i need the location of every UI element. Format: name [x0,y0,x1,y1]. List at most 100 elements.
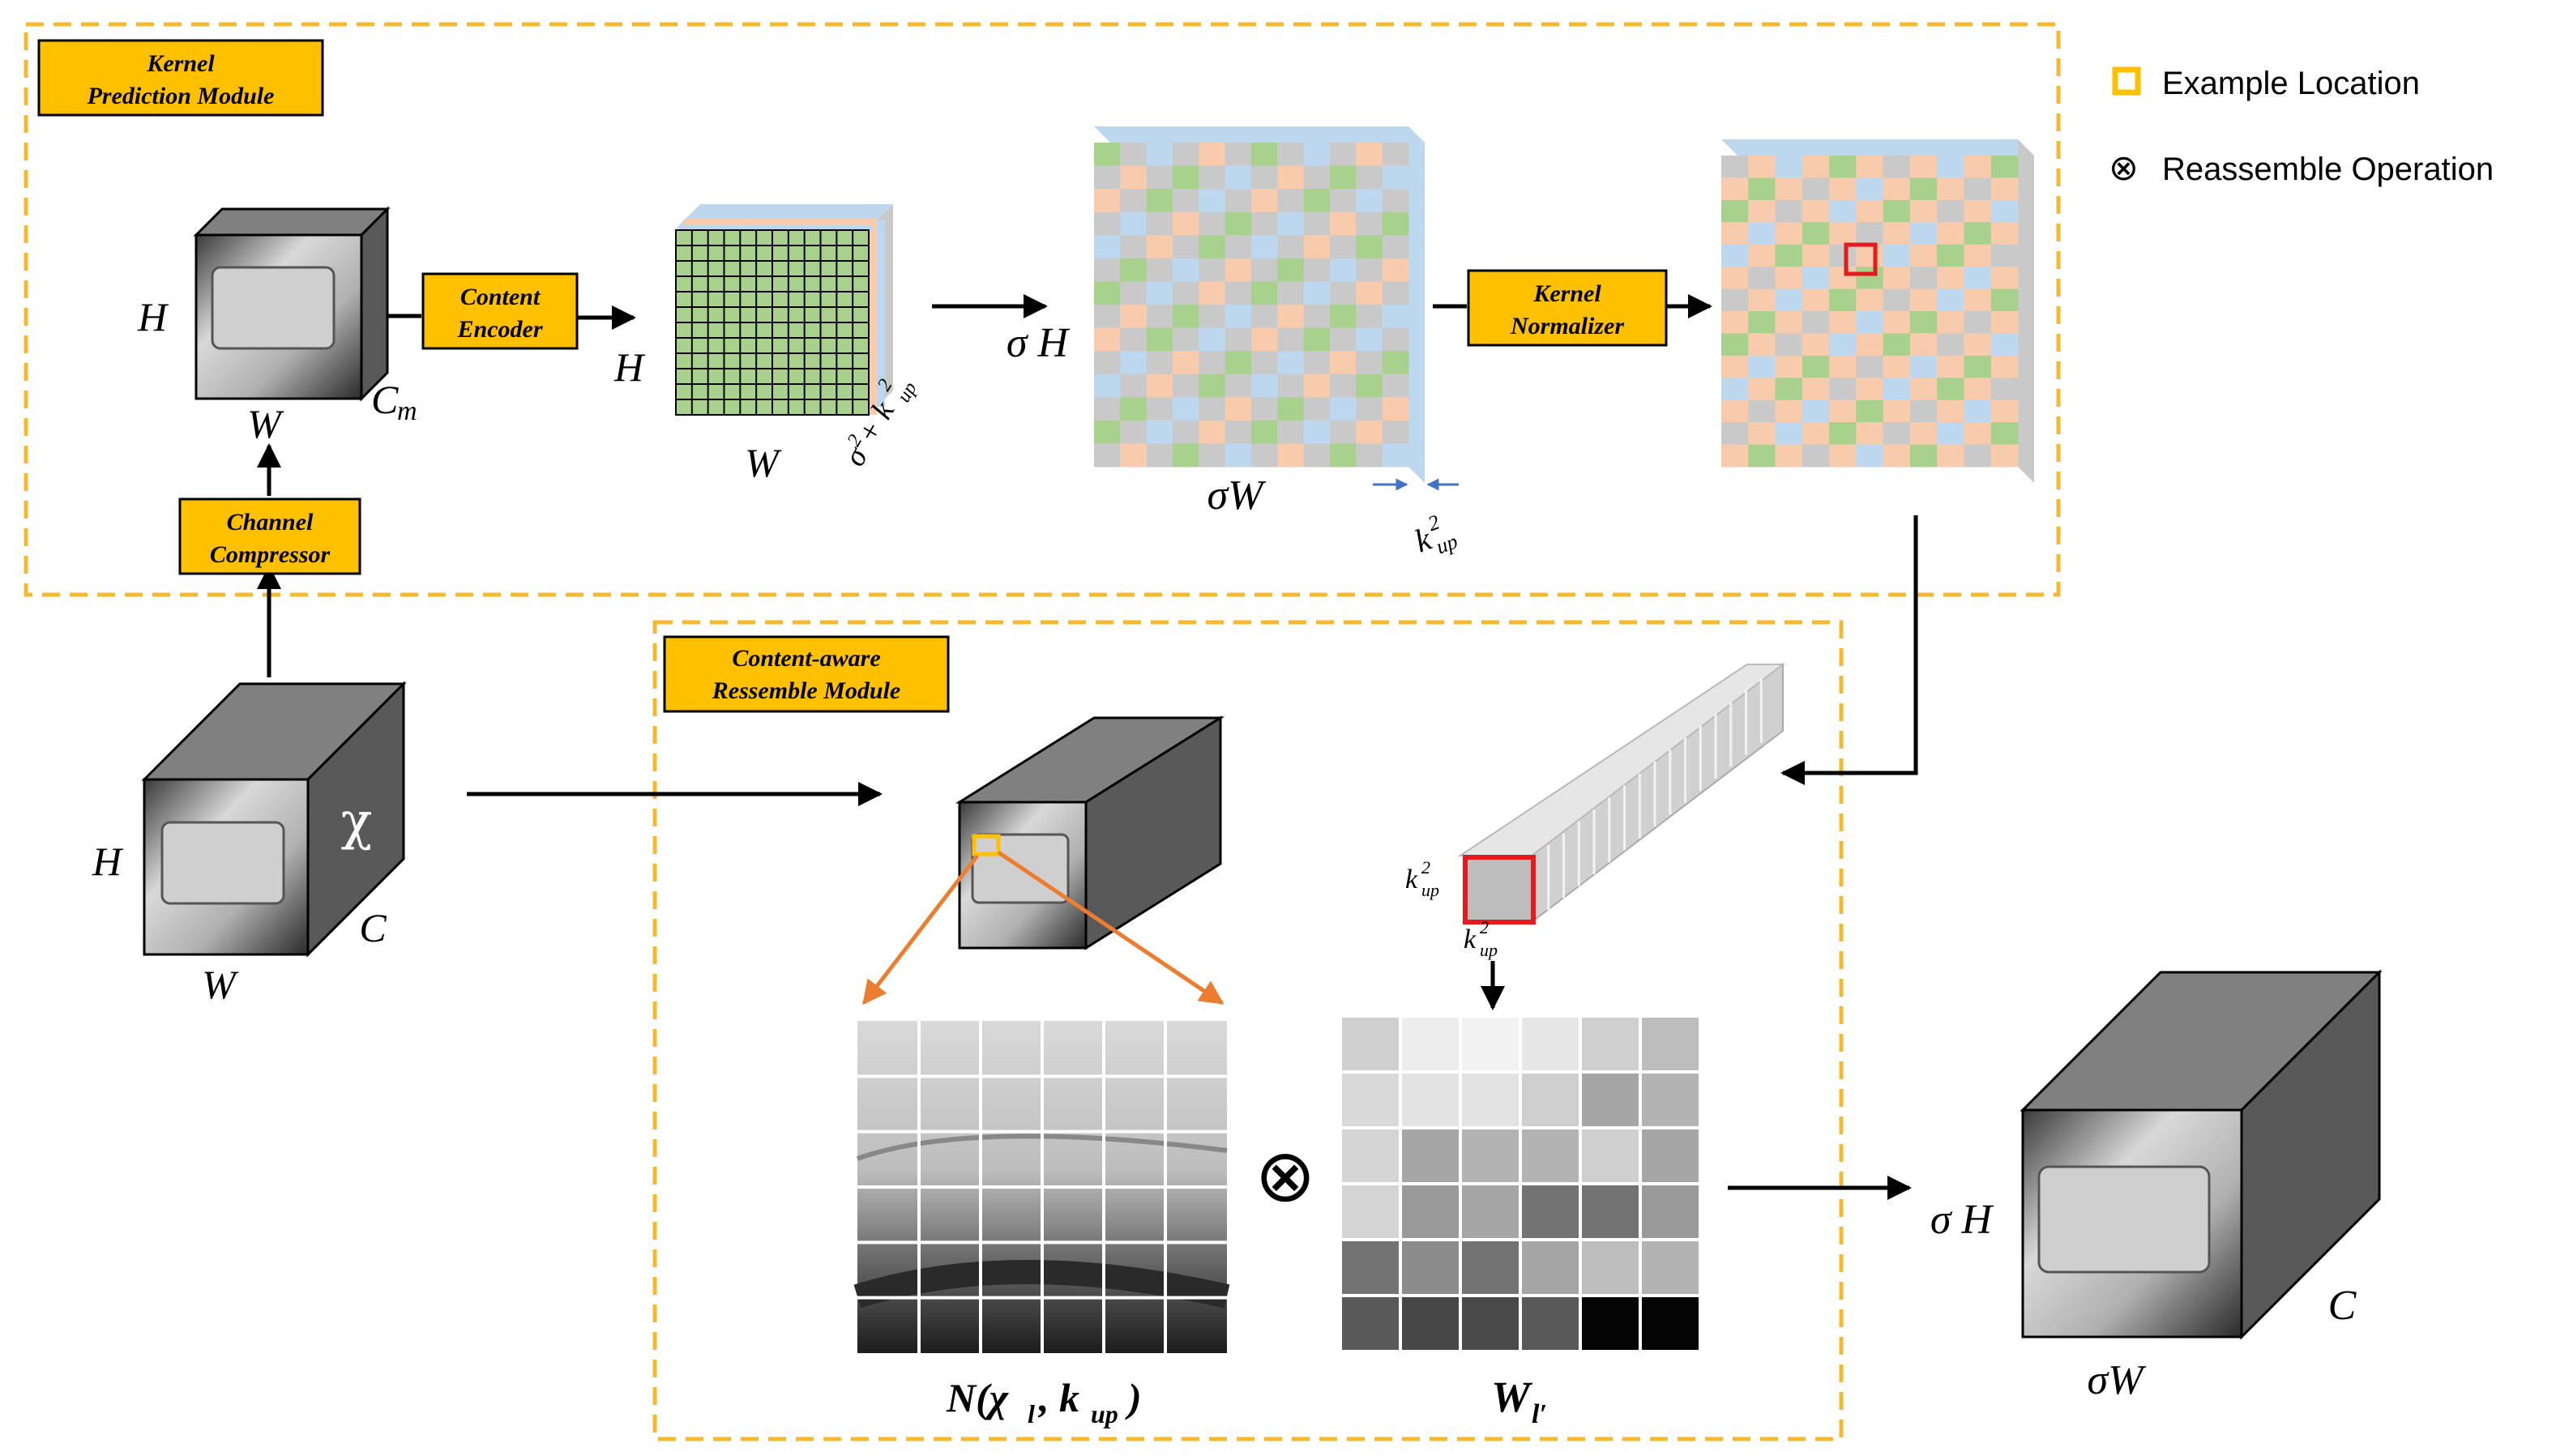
checker-cell [1937,267,1964,290]
encoded-grid-lines [676,230,869,415]
input-C-label: C [359,905,387,950]
checker-cell [1990,244,2019,267]
reassemble-operator: ⊗ [1254,1136,1315,1217]
checker-cell [1721,444,1749,468]
checker-cell [1775,399,1803,423]
checker-cell [1937,355,1964,378]
checker-cell [1094,420,1121,444]
checker-cell [1251,143,1278,167]
checker-cell [1382,420,1409,444]
checker-cell [1775,267,1803,290]
checker-cell [1748,244,1776,267]
checker-cell [1199,351,1226,375]
reshaped-kernel-checker [1094,143,1409,468]
output-C-label: C [2328,1283,2357,1329]
cm-H-label: H [137,294,169,339]
checker-cell [1356,327,1383,352]
checker-cell [1721,355,1749,378]
checker-cell [1303,374,1331,398]
checker-cell [1146,235,1173,259]
example-location-swatch [2112,66,2141,96]
checker-cell [1802,177,1830,201]
checker-cell [1146,443,1173,468]
checker-cell [1251,281,1278,305]
checker-cell [1356,351,1383,375]
checker-cell [1120,397,1148,421]
checker-cell [1909,177,1938,201]
checker-cell [1775,177,1803,201]
reshaped-sigmaH-label: σ H [1007,320,1071,366]
checker-cell [1748,378,1776,401]
checker-cell [1909,444,1938,468]
compressed-feature-cube [193,206,391,402]
svg-text:l: l [1028,1399,1035,1428]
checker-cell [1748,156,1776,178]
kernel-vector-bar [1457,662,1786,924]
checker-cell [1199,305,1226,329]
checker-cell [1883,378,1911,401]
weight-cell [1462,1129,1519,1182]
svg-text:up: up [1091,1399,1118,1428]
checker-cell [1721,399,1749,423]
checker-cell [1856,156,1884,178]
checker-cell [1303,443,1331,468]
channel-compressor-line2: Compressor [210,541,331,568]
weight-cell [1462,1074,1519,1126]
weight-cell [1342,1241,1399,1294]
svg-text:m: m [397,396,417,426]
checker-cell [1173,443,1199,468]
checker-cell [1277,374,1305,398]
checker-cell [1909,267,1938,290]
weight-cell [1522,1297,1579,1350]
checker-cell [1225,281,1252,305]
weight-cell [1642,1241,1699,1294]
checker-cell [1225,443,1252,468]
checker-cell [1748,444,1776,468]
weight-cell [1642,1129,1699,1182]
checker-cell [1303,165,1331,190]
checker-cell [1964,177,1992,201]
checker-cell [1909,156,1938,178]
checker-cell [1173,235,1199,259]
checker-cell [1990,288,2019,312]
checker-cell [1748,288,1776,312]
checker-cell [1909,199,1938,223]
checker-cell [1990,177,2019,201]
checker-cell [1120,211,1148,236]
checker-cell [1173,374,1199,398]
checker-cell [1303,235,1331,259]
kernel-prediction-module-title: Kernel Prediction Module [37,39,324,117]
checker-cell [1990,422,2019,446]
checker-cell [1937,378,1964,401]
checker-cell [1802,244,1830,267]
checker-cell [1277,189,1305,213]
weight-cell [1462,1018,1519,1070]
checker-cell [1146,258,1173,282]
checker-cell [1330,211,1357,236]
checker-cell [1303,281,1331,305]
normalized-kernel-map [1721,139,2034,483]
checker-cell [1856,399,1884,423]
checker-cell [1225,374,1252,398]
checker-cell [1829,177,1857,201]
checker-cell [1146,351,1173,375]
checker-cell [1146,305,1173,329]
checker-cell [1775,355,1803,378]
checker-cell [1120,327,1148,352]
checker-cell [1251,327,1278,352]
checker-cell [1303,327,1331,352]
checker-cell [1173,211,1199,236]
weight-cell [1402,1018,1459,1070]
kernel-normalizer-block: Kernel Normalizer [1467,269,1668,347]
checker-cell [1330,143,1357,167]
checker-cell [1146,420,1173,444]
checker-cell [1937,311,1964,334]
checker-cell [1225,420,1252,444]
checker-cell [1856,444,1884,468]
weight-cell [1342,1129,1399,1182]
checker-cell [1356,397,1383,421]
checker-cell [1748,311,1776,334]
checker-cell [1251,189,1278,213]
checker-cell [1146,165,1173,190]
checker-cell [1829,378,1857,401]
